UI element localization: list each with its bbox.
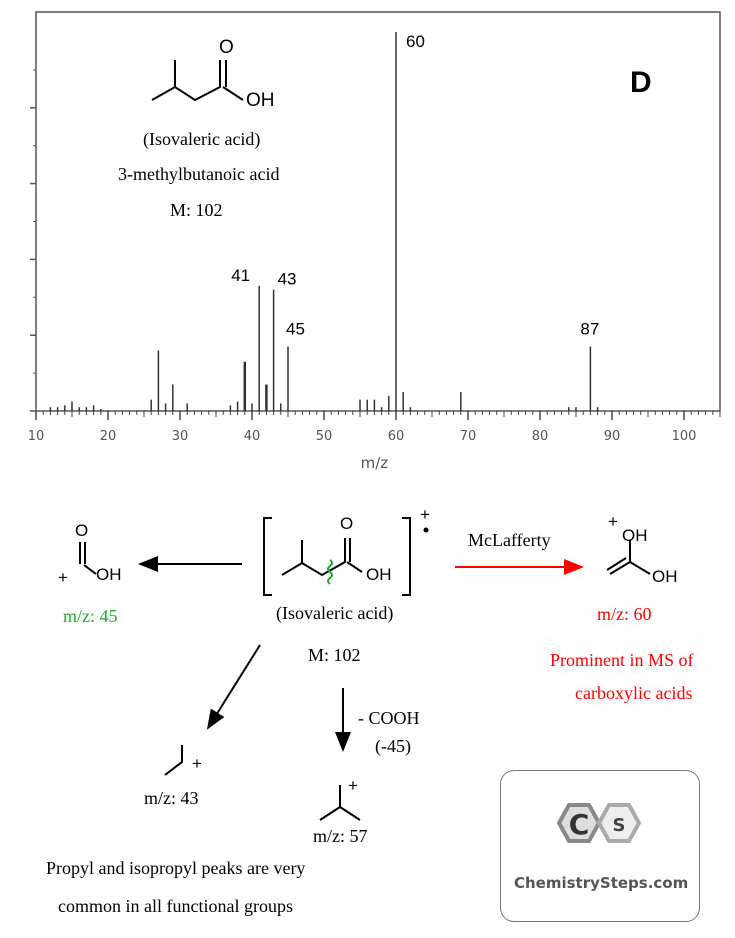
frag60-oh2: OH xyxy=(652,567,678,586)
frag45-o: O xyxy=(75,521,89,540)
x-tick-label: 50 xyxy=(316,429,333,444)
peak-label-41: 41 xyxy=(231,266,250,285)
frag45-oh: OH xyxy=(96,565,122,584)
peak-label-43: 43 xyxy=(278,270,297,289)
x-tick-label: 80 xyxy=(532,429,549,444)
x-tick-label: 10 xyxy=(28,429,45,444)
molecular-mass: M: 102 xyxy=(170,200,223,220)
fragmentation-scheme xyxy=(79,517,651,821)
cooh-mass: (-45) xyxy=(375,736,411,756)
logo-hexagons: C S xyxy=(556,803,642,843)
oxygen-label: O xyxy=(219,37,234,58)
peak-label-60: 60 xyxy=(406,32,425,51)
plot-frame xyxy=(35,11,721,412)
frag45-label: m/z: 45 xyxy=(63,606,118,626)
x-axis-label: m/z xyxy=(361,454,389,472)
frag45-charge: + xyxy=(58,568,68,587)
iupac-name: 3-methylbutanoic acid xyxy=(118,164,280,184)
frag60-note-1: Prominent in MS of xyxy=(550,650,694,670)
parent-name: (Isovaleric acid) xyxy=(276,603,394,623)
logo-s: S xyxy=(613,815,626,836)
frag43-charge: + xyxy=(192,754,202,773)
frag60-charge: + xyxy=(608,512,618,531)
common-name: (Isovaleric acid) xyxy=(143,129,261,149)
x-tick-label: 30 xyxy=(172,429,189,444)
frag57-label: m/z: 57 xyxy=(313,826,368,846)
peak-label-45: 45 xyxy=(286,320,305,339)
chemistrysteps-logo: C S ChemistrySteps.com xyxy=(500,770,700,922)
x-tick-label: 100 xyxy=(672,429,697,444)
x-tick-label: 90 xyxy=(604,429,621,444)
frag57-charge: + xyxy=(348,776,358,795)
frag60-oh1: OH xyxy=(622,526,648,545)
isovaleric-acid-structure xyxy=(151,60,244,102)
x-tick-label: 40 xyxy=(244,429,261,444)
parent-oh-label: OH xyxy=(366,565,392,584)
chart-title: D xyxy=(630,66,652,99)
frag60-note-2: carboxylic acids xyxy=(575,683,693,703)
peak-label-87: 87 xyxy=(580,320,599,339)
parent-mass: M: 102 xyxy=(308,645,361,665)
mclafferty-label: McLafferty xyxy=(468,530,551,550)
cooh-loss: - COOH xyxy=(358,708,420,728)
logo-c: C xyxy=(569,808,590,841)
mass-spectrum-chart: 10 20 30 40 50 60 70 80 90 100 m/z 41 43 45 60 87 D xyxy=(28,11,721,472)
footnote-line-2: common in all functional groups xyxy=(58,896,293,916)
parent-o-label: O xyxy=(340,514,354,533)
oh-label: OH xyxy=(246,90,275,111)
footnote-line-1: Propyl and isopropyl peaks are very xyxy=(46,858,306,878)
x-tick-label: 20 xyxy=(100,429,117,444)
frag60-label: m/z: 60 xyxy=(597,604,652,624)
logo-text: ChemistrySteps.com xyxy=(514,874,689,892)
radical-cation-charge: + xyxy=(420,505,430,524)
x-tick-label: 60 xyxy=(388,429,405,444)
x-tick-label: 70 xyxy=(460,429,477,444)
frag43-label: m/z: 43 xyxy=(144,788,199,808)
